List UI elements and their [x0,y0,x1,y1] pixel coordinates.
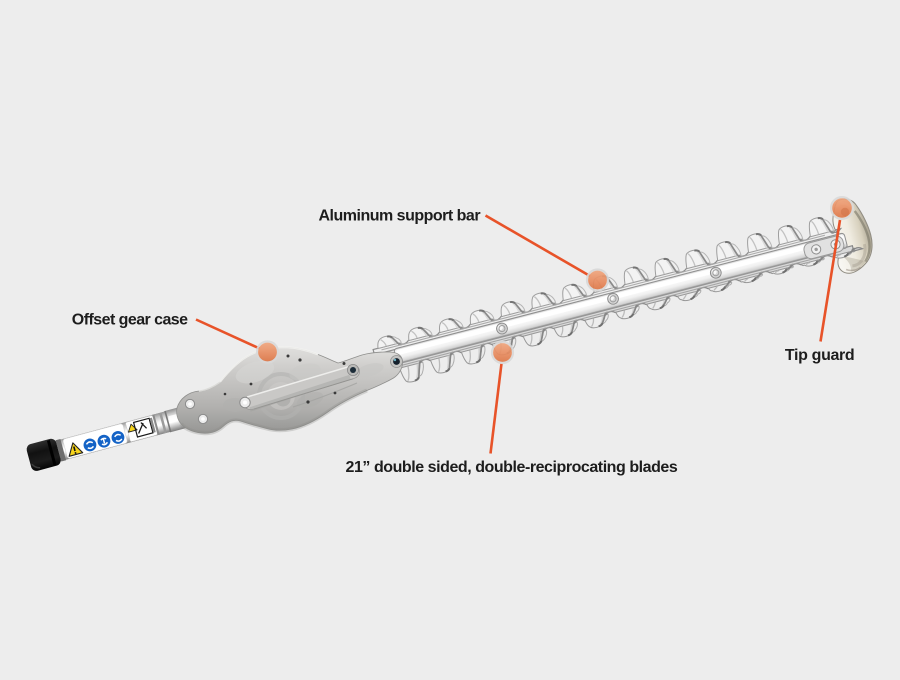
svg-text:Offset gear case: Offset gear case [72,312,188,329]
svg-text:21” double sided, double-recip: 21” double sided, double-reciprocating b… [346,459,678,476]
svg-text:Aluminum support bar: Aluminum support bar [319,208,481,225]
svg-text:Tip guard: Tip guard [785,347,854,364]
